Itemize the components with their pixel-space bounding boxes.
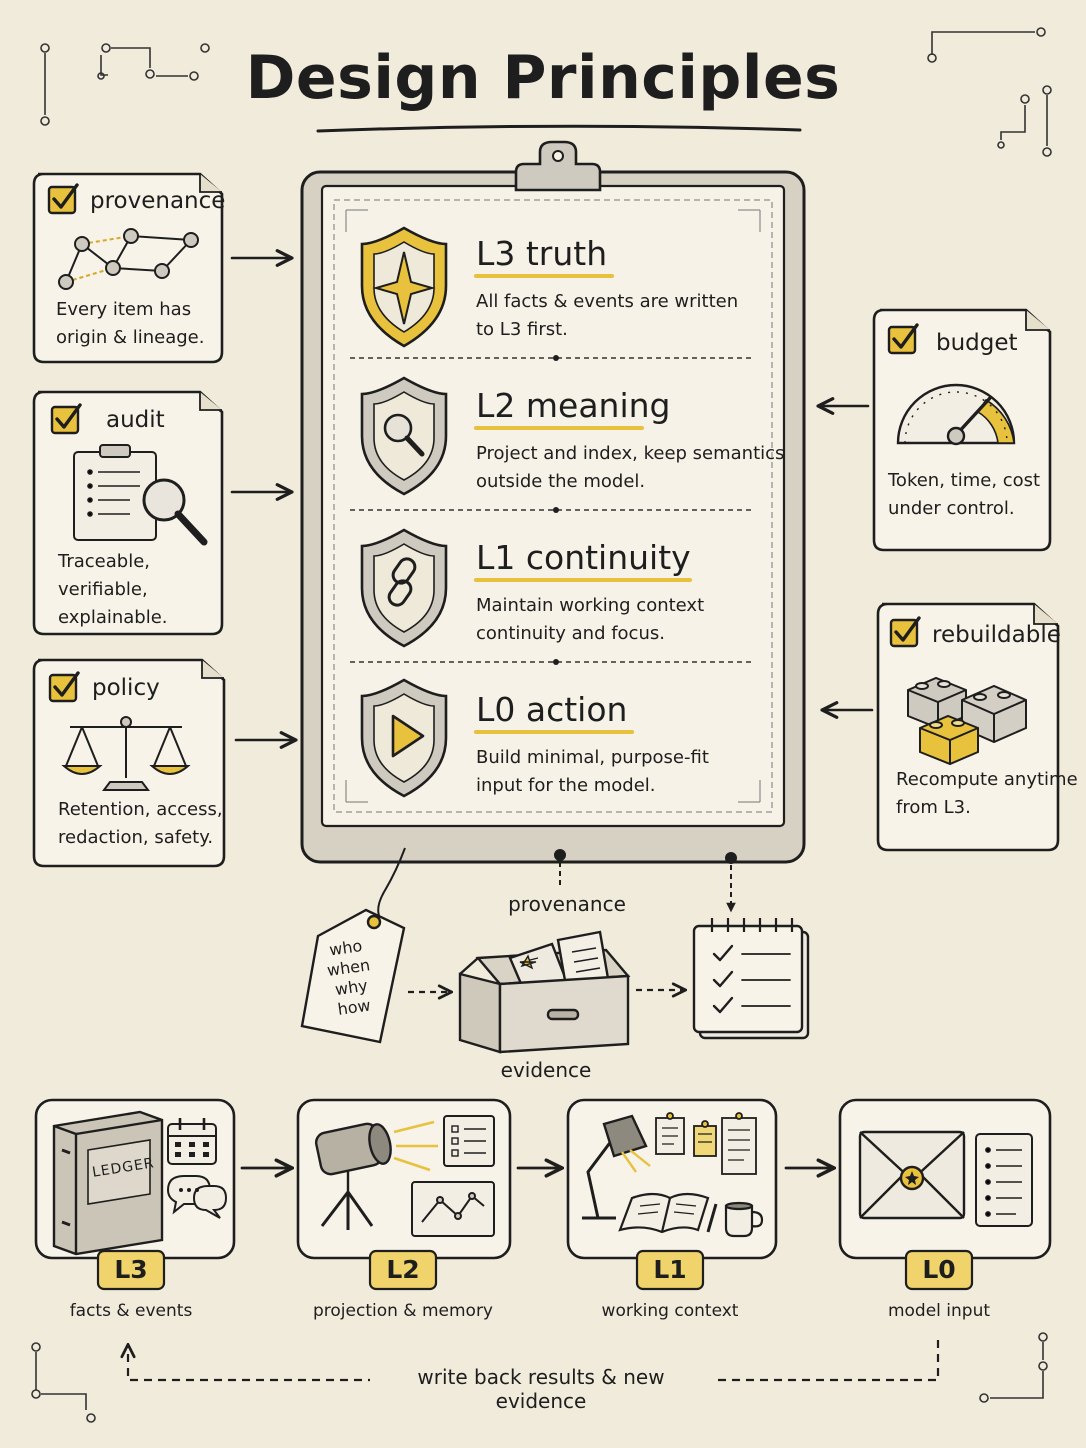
- circuit-doodle-bottom-right: [979, 1332, 1048, 1403]
- clipboard-clip: [514, 140, 602, 192]
- pipeline-caption-l1: working context: [601, 1301, 739, 1321]
- shield-chain-icon: [360, 528, 448, 648]
- principle-desc-audit: Traceable, verifiable, explainable.: [58, 551, 168, 628]
- layer-desc-l3: All facts & events are written to L3 fir…: [476, 291, 739, 340]
- pinned-notes-icon: [655, 1112, 757, 1175]
- principle-title-provenance: provenance: [90, 188, 226, 214]
- envelope-icon: [858, 1130, 966, 1220]
- scales-icon: [61, 716, 191, 791]
- pipeline-caption-l0: model input: [887, 1301, 991, 1321]
- desk-lamp-icon: [582, 1114, 651, 1220]
- checkbox-budget-icon: [887, 323, 919, 355]
- pipeline-pill-l1: L1: [653, 1255, 687, 1284]
- coffee-mug-icon: [724, 1201, 764, 1238]
- checkbox-audit-icon: [50, 403, 82, 435]
- pipeline-pill-l0: L0: [922, 1255, 956, 1284]
- flow-arrows: [408, 990, 684, 992]
- open-notebook-icon: [618, 1192, 718, 1234]
- pipeline-caption-l2: projection & memory: [313, 1301, 493, 1321]
- provenance-connectors: [377, 847, 737, 919]
- tag-text: who when why how: [325, 936, 372, 1019]
- layer-desc-l1: Maintain working context continuity and …: [476, 595, 705, 644]
- writeback-loop: [128, 1340, 940, 1382]
- provenance-label: provenance: [508, 892, 626, 916]
- projector-icon: [314, 1120, 438, 1230]
- shield-play-icon: [360, 678, 448, 798]
- checkbox-rebuildable-icon: [889, 616, 921, 648]
- checkbox-provenance-icon: [47, 183, 79, 215]
- ledger-book-icon: [52, 1110, 164, 1256]
- clipboard: [300, 140, 806, 864]
- arrows-into-clipboard: [230, 258, 874, 740]
- projection-card-list-icon: [443, 1115, 495, 1167]
- calendar-icon: [167, 1118, 217, 1165]
- layer-title-l2: L2 meaning: [476, 386, 671, 425]
- principle-title-rebuildable: rebuildable: [932, 622, 1061, 648]
- principle-title-budget: budget: [936, 330, 1018, 356]
- pipeline-pills: [96, 1249, 974, 1291]
- writeback-label: write back results & new evidence: [370, 1365, 712, 1413]
- circuit-doodle-top-left: [40, 43, 210, 126]
- network-graph-icon: [58, 228, 199, 290]
- principle-title-policy: policy: [92, 675, 160, 701]
- luggage-tag-icon: [300, 908, 406, 1044]
- shield-star-icon: [360, 226, 448, 348]
- gauge-icon: [896, 383, 1016, 446]
- principle-desc-rebuildable: Recompute anytime from L3.: [896, 769, 1078, 818]
- layer-title-l1: L1 continuity: [476, 538, 691, 577]
- circuit-doodle-top-right: [927, 27, 1052, 157]
- projection-line-chart-icon: [411, 1181, 495, 1237]
- layer-underlines: [474, 274, 692, 734]
- layer-desc-l2: Project and index, keep semantics outsid…: [476, 443, 785, 492]
- pipeline-caption-l3: facts & events: [69, 1301, 193, 1321]
- title-underline: [316, 124, 802, 133]
- pipeline-pill-l3: L3: [114, 1255, 148, 1284]
- layer-title-l3: L3 truth: [476, 234, 608, 273]
- chat-bubbles-icon: [166, 1175, 228, 1219]
- layer-title-l0: L0 action: [476, 690, 628, 729]
- shield-magnifier-icon: [360, 376, 448, 496]
- evidence-box-icon: [458, 930, 631, 1054]
- pipeline-pill-l2: L2: [386, 1255, 420, 1284]
- evidence-label: evidence: [500, 1058, 592, 1082]
- principle-title-audit: audit: [106, 407, 165, 433]
- principle-desc-provenance: Every item has origin & lineage.: [56, 299, 205, 348]
- checkbox-policy-icon: [48, 671, 80, 703]
- principle-desc-policy: Retention, access, redaction, safety.: [58, 799, 223, 848]
- layer-desc-l0: Build minimal, purpose-fit input for the…: [476, 747, 709, 796]
- page-title: Design Principles: [245, 43, 841, 113]
- model-input-list-icon: [975, 1133, 1033, 1227]
- notepad-checklist-icon: [692, 918, 810, 1040]
- clipboard-magnifier-icon: [73, 444, 208, 546]
- principle-desc-budget: Token, time, cost under control.: [888, 470, 1041, 519]
- circuit-doodle-bottom-left: [31, 1342, 96, 1423]
- left-card-policy: [32, 658, 226, 868]
- bricks-icon: [907, 676, 1027, 766]
